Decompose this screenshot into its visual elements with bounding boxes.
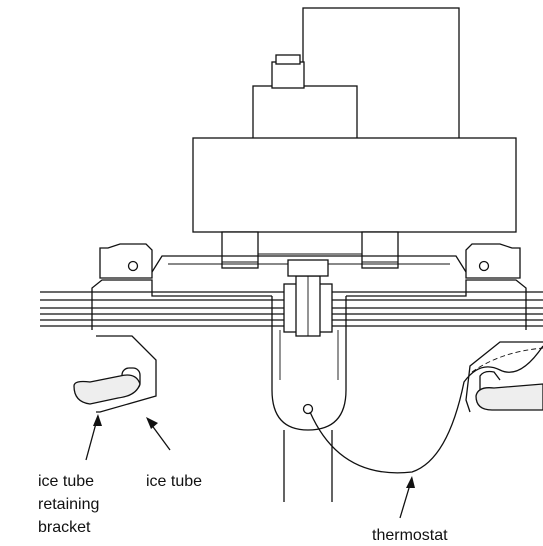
right-bracket-outline (465, 341, 543, 413)
bracket-screw-hole-right (478, 260, 490, 272)
bracket-screw-hole-left (127, 260, 139, 272)
motor-assembly (192, 7, 517, 269)
thermostat-bulb (302, 403, 314, 415)
bracket-ear-right (465, 243, 521, 279)
mounting-bracket (99, 243, 521, 279)
arrow-thermostat (406, 476, 415, 488)
frame-outline-right (346, 279, 527, 330)
gearbox-foot-right (361, 231, 399, 269)
thermostat-capillary (302, 345, 543, 474)
motor-shaft-cap (275, 54, 301, 65)
leaders (85, 414, 415, 519)
bracket-channel (151, 255, 467, 273)
label-ice-tube: ice tube (146, 473, 202, 490)
motor-shaft-collar (271, 61, 305, 89)
thermostat-wire (309, 345, 543, 474)
bracket-ear-left (99, 243, 153, 279)
arrow-retaining-bracket (93, 414, 102, 426)
right-retaining-bracket (465, 341, 543, 413)
drop-outline (271, 296, 347, 431)
label-retaining-bracket-line1: ice tube (38, 473, 94, 490)
gearbox-foot-left (221, 231, 259, 269)
frame-outline-left (91, 279, 272, 330)
evaporator-bottom (271, 296, 347, 502)
left-ice-tube (73, 374, 141, 405)
right-ice-tube (475, 383, 543, 411)
label-retaining-bracket-line2: retaining (38, 496, 99, 513)
center-coupling (283, 259, 333, 337)
right-tube-dashed (471, 347, 543, 373)
label-retaining-bracket-line3: bracket (38, 519, 91, 536)
right-bracket-hook (479, 370, 501, 392)
arrow-ice-tube (146, 417, 158, 429)
label-thermostat: thermostat (372, 527, 448, 544)
left-bracket-outline (96, 335, 157, 413)
gearbox-housing (192, 137, 517, 233)
left-retaining-bracket (73, 335, 157, 413)
coupling-top (287, 259, 329, 277)
